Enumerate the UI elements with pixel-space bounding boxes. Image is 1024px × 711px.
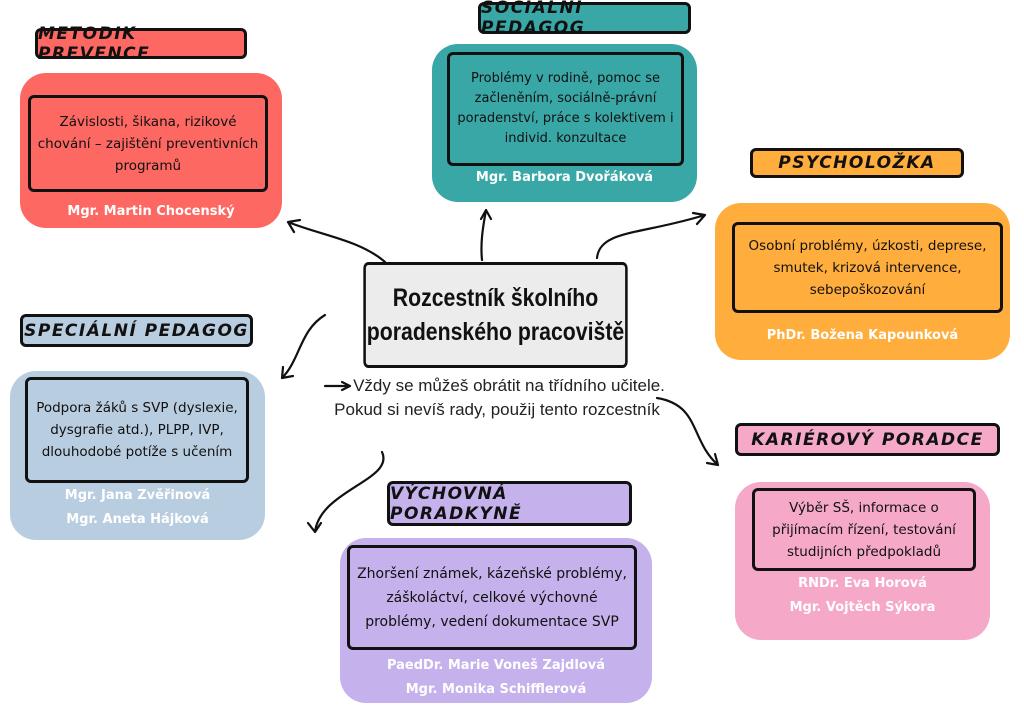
specialni-name-2: Mgr. Aneta Hájková (66, 512, 209, 527)
karierovy-card: Výběr SŠ, informace o přijímacím řízení,… (735, 482, 990, 640)
psycholozka-name: PhDr. Božena Kapounková (766, 328, 959, 343)
karierovy-description: Výběr SŠ, informace o přijímacím řízení,… (752, 488, 976, 571)
vychovna-name-1: PaedDr. Marie Voneš Zajdlová (386, 658, 606, 673)
specialni-card: Podpora žáků s SVP (dyslexie, dysgrafie … (10, 371, 265, 540)
vychovna-name-2: Mgr. Monika Schifflerová (405, 682, 587, 697)
psycholozka-label: PSYCHOLOŽKA (750, 148, 964, 178)
arrow-to-specialni (280, 313, 327, 380)
vychovna-description: Zhoršení známek, kázeňské problémy, zášk… (347, 545, 637, 650)
arrow-to-karierovy (655, 396, 720, 467)
karierovy-name-2: Mgr. Vojtěch Sýkora (789, 600, 936, 615)
vychovna-label: VÝCHOVNÁ PORADKYNĚ (387, 481, 632, 526)
specialni-label: SPECIÁLNÍ PEDAGOG (20, 314, 253, 347)
socialni-name: Mgr. Barbora Dvořáková (475, 170, 654, 185)
socialni-card: Problémy v rodině, pomoc se začleněním, … (432, 44, 697, 202)
metodik-card: Závislosti, šikana, rizikové chování – z… (20, 73, 282, 228)
arrow-to-metodik (286, 218, 387, 264)
page-title: Rozcestník školního poradenského pracovi… (363, 262, 628, 368)
psycholozka-card: Osobní problémy, úzkosti, deprese, smute… (715, 203, 1010, 360)
arrow-to-psycholozka (595, 211, 707, 260)
metodik-name: Mgr. Martin Chocenský (67, 204, 235, 219)
arrow-note (323, 380, 352, 392)
specialni-description: Podpora žáků s SVP (dyslexie, dysgrafie … (25, 377, 249, 483)
socialni-description: Problémy v rodině, pomoc se začleněním, … (447, 52, 684, 166)
arrow-to-socialni (479, 208, 493, 262)
karierovy-label: KARIÉROVÝ PORADCE (735, 423, 1000, 456)
metodik-description: Závislosti, šikana, rizikové chování – z… (28, 95, 268, 192)
metodik-label: METODIK PREVENCE (35, 24, 247, 64)
karierovy-name-1: RNDr. Eva Horová (798, 576, 927, 591)
psycholozka-description: Osobní problémy, úzkosti, deprese, smute… (732, 222, 1003, 313)
arrow-to-vychovna (306, 450, 385, 534)
socialni-label: SOCIÁLNÍ PEDAGOG (478, 0, 691, 38)
vychovna-card: Zhoršení známek, kázeňské problémy, zášk… (340, 538, 652, 703)
note-body: Vždy se můžeš obrátit na třídního učitel… (334, 376, 665, 419)
note-text: Vždy se můžeš obrátit na třídního učitel… (322, 374, 672, 422)
specialni-name-1: Mgr. Jana Zvěřinová (64, 488, 211, 503)
